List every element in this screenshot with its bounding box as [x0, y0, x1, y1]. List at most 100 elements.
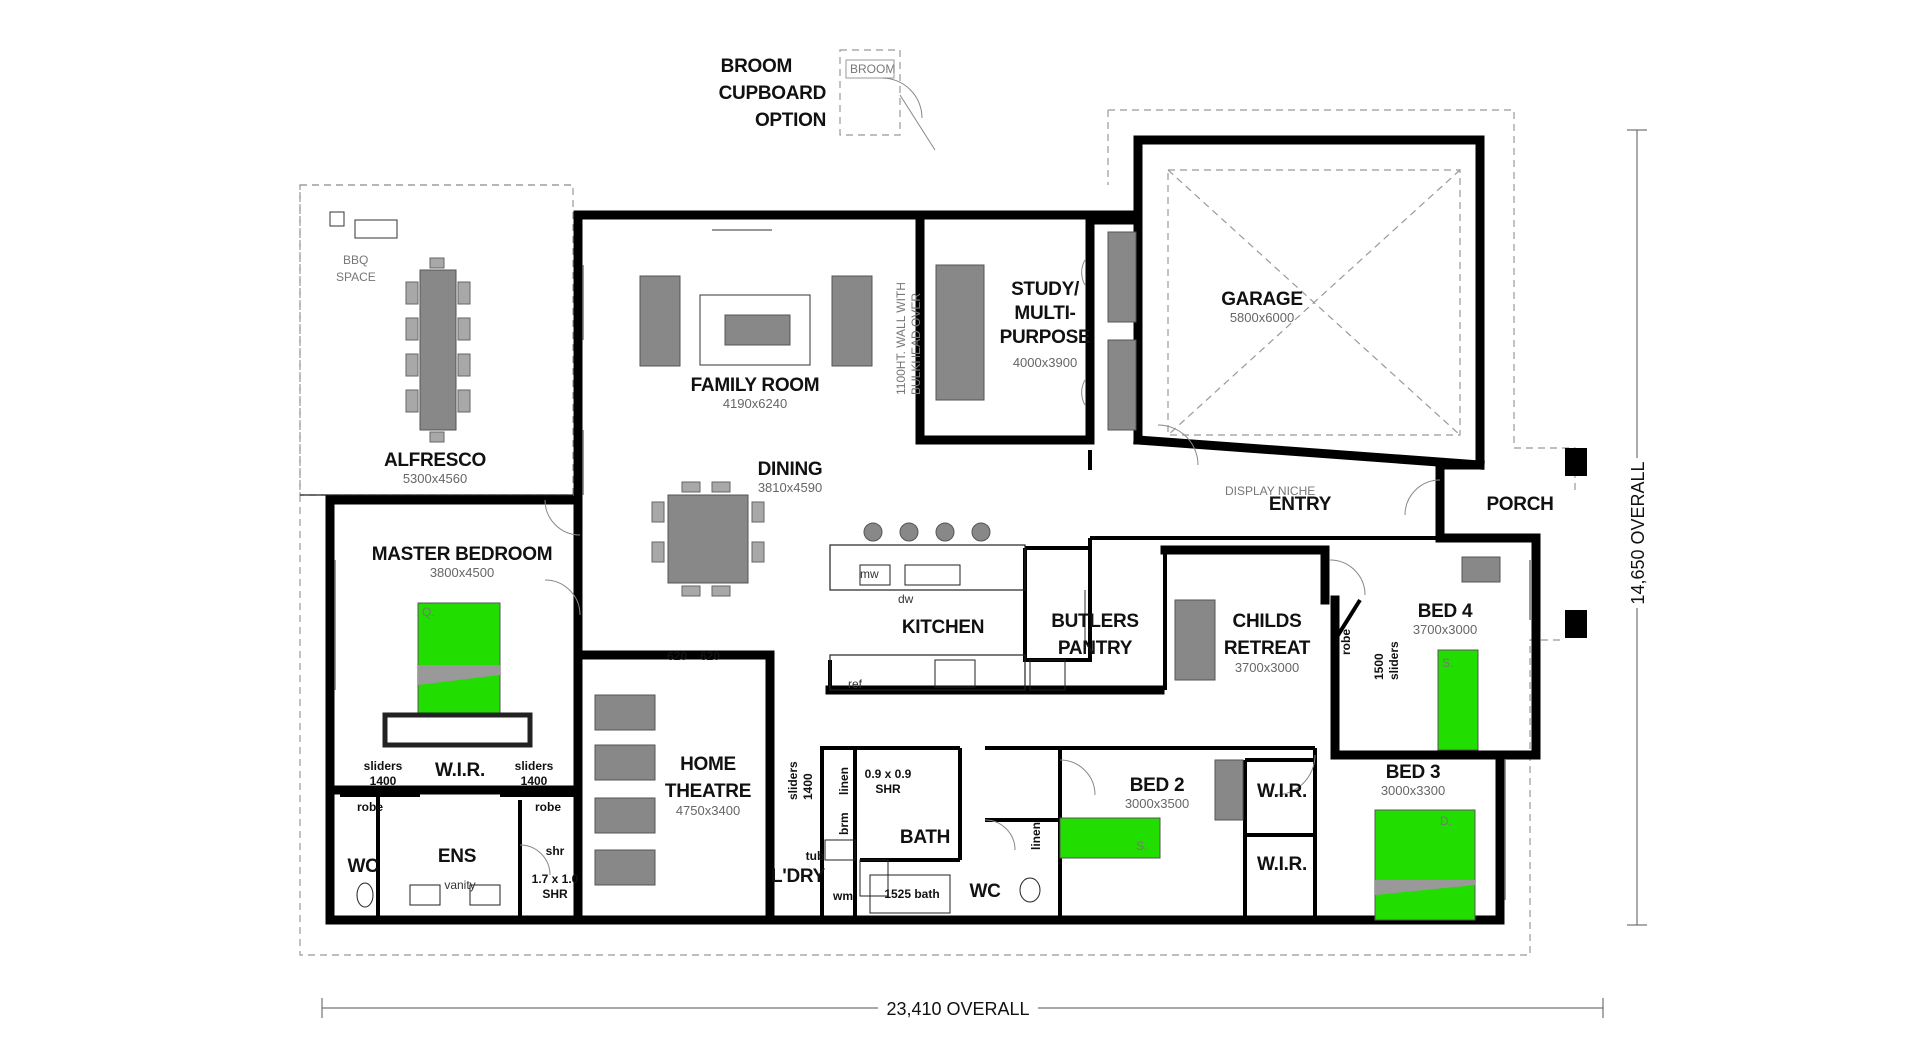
overall-width-label: 23,410 OVERALL: [886, 999, 1029, 1019]
vanity-label: vanity: [444, 878, 475, 892]
room-alfresco-name: ALFRESCO: [384, 450, 486, 471]
room-entry-name: ENTRY: [1269, 494, 1332, 515]
room-bed4-size: 3700x3000: [1413, 622, 1477, 637]
theatre-seats: [594, 694, 656, 886]
bed-size-label: D.: [1440, 814, 1452, 828]
master-bed: [382, 602, 533, 748]
external-walls: [325, 135, 1541, 925]
bbq-icon: [329, 211, 398, 239]
room-wc-master-name: WC: [347, 856, 379, 877]
kitchen-island: [829, 522, 1066, 691]
bed2-bed: [1059, 759, 1244, 859]
sliders-label: sliders: [1387, 641, 1401, 680]
study-furniture: [935, 231, 1137, 431]
room-wir-master-name: W.I.R.: [435, 760, 485, 781]
room-wir-bed2-name: W.I.R.: [1257, 781, 1307, 802]
broom-option-label: CUPBOARD: [719, 83, 826, 104]
room-dining-size: 3810x4590: [758, 480, 822, 495]
broom-small-label: BROOM: [850, 62, 895, 76]
room-wir-bed3-name: W.I.R.: [1257, 854, 1307, 875]
robe-label: robe: [1339, 629, 1353, 655]
dim-620: 620: [667, 649, 687, 663]
bath-shower-label: 0.9 x 0.9: [865, 767, 912, 781]
sliders-label: 1400: [801, 773, 815, 800]
robe-label: robe: [535, 800, 561, 814]
wall-note: BULKHEAD OVER: [909, 293, 923, 395]
bed3-bed: [1374, 809, 1476, 921]
room-family-name: FAMILY ROOM: [691, 375, 820, 396]
room-bed2-name: BED 2: [1130, 775, 1184, 796]
sliders-label: sliders: [364, 759, 403, 773]
wall-note: 1100HT. WALL WITH: [894, 282, 908, 395]
broom-option-label: OPTION: [755, 110, 826, 131]
family-sofas: [639, 275, 873, 367]
washing-machine-label: wm: [832, 889, 853, 903]
room-laundry-name: L'DRY: [771, 866, 826, 887]
robe-label: robe: [357, 800, 383, 814]
sliders-label: 1400: [521, 774, 548, 788]
broom-cupboard-option: BROOM: [839, 49, 936, 151]
room-theatre-size: 4750x3400: [676, 803, 740, 818]
overall-depth-dimension: [1626, 129, 1648, 926]
bed-size-label: S.: [1442, 656, 1453, 670]
room-master-name: MASTER BEDROOM: [372, 544, 553, 565]
linen-label: linen: [1029, 822, 1043, 850]
room-childs-size: 3700x3000: [1235, 660, 1299, 675]
room-ens-name: ENS: [438, 846, 476, 867]
sliders-label: sliders: [786, 761, 800, 800]
internal-walls: [325, 135, 1505, 925]
porch-post: [1565, 448, 1587, 476]
overall-width-dimension: [321, 997, 1604, 1019]
room-garage-size: 5800x6000: [1230, 310, 1294, 325]
room-bed3-name: BED 3: [1386, 762, 1440, 783]
dining-table: [651, 481, 765, 597]
linen-label: linen: [837, 767, 851, 795]
garage-car-space: [1167, 169, 1461, 436]
bed-size-label: Q.: [422, 605, 435, 619]
broom-label: brm: [837, 812, 851, 835]
room-family-size: 4190x6240: [723, 396, 787, 411]
room-bath-name: BATH: [900, 827, 950, 848]
room-bed2-size: 3000x3500: [1125, 796, 1189, 811]
room-garage-name: GARAGE: [1221, 289, 1303, 310]
microwave-label: mw: [860, 567, 879, 581]
bed-size-label: S.: [1136, 839, 1147, 853]
display-niche-label: DISPLAY NICHE: [1225, 484, 1315, 498]
room-wc-main-name: WC: [969, 881, 1001, 902]
room-master-size: 3800x4500: [430, 565, 494, 580]
dishwasher-label: dw: [898, 592, 914, 606]
porch-post: [1565, 610, 1587, 638]
windows: [334, 229, 1531, 900]
room-bed3-size: 3000x3300: [1381, 783, 1445, 798]
broom-option-label: BROOM: [721, 56, 792, 77]
overall-depth-label: 14,650 OVERALL: [1628, 461, 1648, 604]
bath-shower-label: SHR: [875, 782, 901, 796]
door-swings: [519, 259, 1441, 876]
sliders-label: sliders: [515, 759, 554, 773]
shower-label: SHR: [542, 887, 568, 901]
alfresco-dashed-area: [299, 184, 574, 496]
sliders-label: 1500: [1372, 653, 1386, 680]
bed4-bed: [1437, 556, 1501, 751]
bathroom-fixtures: [356, 839, 1041, 914]
bbq-label: BBQ: [343, 253, 368, 267]
room-study-name: STUDY/MULTI-PURPOSE: [1000, 279, 1091, 348]
room-bed4-name: BED 4: [1418, 601, 1473, 622]
room-study-size: 4000x3900: [1013, 355, 1077, 370]
room-kitchen-name: KITCHEN: [902, 617, 984, 638]
sliders-label: 1400: [370, 774, 397, 788]
fridge-label: ref: [848, 677, 863, 691]
retreat-sofa: [1174, 599, 1216, 681]
shower-label: shr: [546, 844, 565, 858]
room-dining-name: DINING: [758, 459, 823, 480]
room-alfresco-size: 5300x4560: [403, 471, 467, 486]
bbq-label: SPACE: [336, 270, 376, 284]
tub-label: tub: [806, 849, 825, 863]
shower-label: 1.7 x 1.0: [532, 872, 579, 886]
room-porch-name: PORCH: [1486, 494, 1553, 515]
dim-620: 620: [700, 649, 720, 663]
